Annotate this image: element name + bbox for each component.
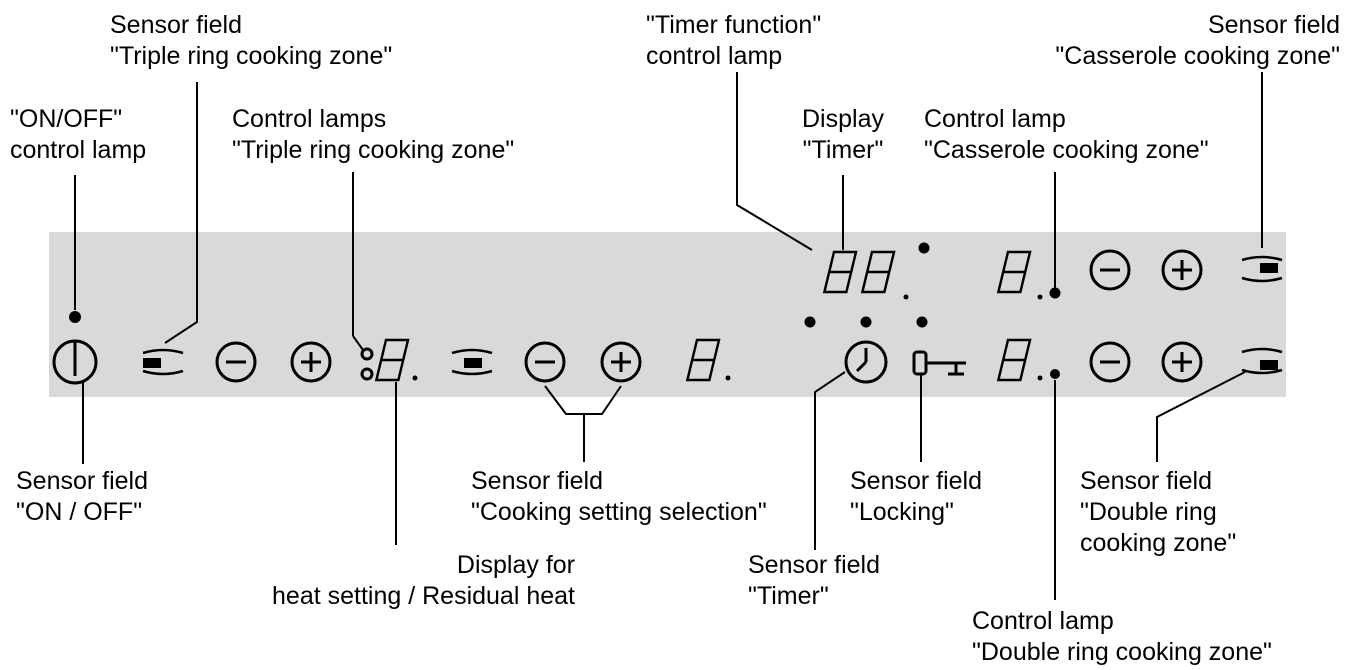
control-panel <box>49 232 1286 397</box>
label-triple-lamps: Control lamps "Triple ring cooking zone" <box>232 104 514 166</box>
label-timer-lamp: "Timer function" control lamp <box>646 10 821 72</box>
label-line: "Triple ring cooking zone" <box>110 42 393 70</box>
onoff-lamp <box>69 311 81 323</box>
double-plus-button[interactable] <box>1161 341 1203 383</box>
label-line: Sensor field <box>850 467 983 495</box>
casserole-lamp <box>1049 287 1061 299</box>
label-line: "ON/OFF" <box>10 105 123 133</box>
label-line: "Timer" <box>748 582 829 610</box>
label-line: "Double ring <box>1080 498 1217 526</box>
label-line: Sensor field <box>1080 467 1213 495</box>
middle-display-dot <box>725 375 731 381</box>
label-line: "Locking" <box>850 498 954 526</box>
middle-heat-display <box>686 338 721 382</box>
label-timer-display: Display "Timer" <box>780 104 906 166</box>
label-double-lamp: Control lamp "Double ring cooking zone" <box>972 606 1272 668</box>
label-line: "Cooking setting selection" <box>471 498 767 526</box>
label-line: control lamp <box>646 42 783 70</box>
triple-plus-button[interactable] <box>290 341 332 383</box>
label-line: "Triple ring cooking zone" <box>232 136 515 164</box>
leader-lines <box>74 72 1263 600</box>
label-line: control lamp <box>10 136 147 164</box>
label-line: Control lamps <box>232 105 387 133</box>
label-line: Sensor field <box>748 551 881 579</box>
timer-display <box>823 250 896 294</box>
casserole-plus-button[interactable] <box>1161 249 1203 291</box>
triple-heat-display <box>374 338 410 382</box>
label-locking-sensor: Sensor field "Locking" <box>850 466 982 528</box>
double-display-dot <box>1037 375 1043 381</box>
label-line: Sensor field <box>16 467 149 495</box>
label-line: Control lamp <box>972 607 1114 635</box>
label-line: "Casserole cooking zone" <box>1055 42 1340 70</box>
label-casserole-lamp: Control lamp "Casserole cooking zone" <box>924 104 1209 166</box>
label-triple-sensor: Sensor field "Triple ring cooking zone" <box>110 10 392 72</box>
timer-function-lamp <box>918 242 930 254</box>
label-line: "Timer function" <box>646 11 822 39</box>
casserole-zone-icon[interactable] <box>1240 255 1284 283</box>
timer-row-dot-2 <box>860 316 872 328</box>
label-line: "ON / OFF" <box>16 498 143 526</box>
casserole-display-dot <box>1037 294 1043 300</box>
label-line: Display for <box>456 551 575 579</box>
double-heat-display <box>997 338 1032 382</box>
middle-zone-icon[interactable] <box>450 348 494 376</box>
label-line: "Double ring cooking zone" <box>972 638 1272 666</box>
triple-lamp-1 <box>360 347 374 361</box>
label-line: Sensor field <box>110 11 243 39</box>
label-line: Sensor field <box>471 467 604 495</box>
timer-row-dot-3 <box>916 316 928 328</box>
label-line: "Timer" <box>802 136 884 164</box>
triple-minus-button[interactable] <box>215 341 257 383</box>
middle-plus-button[interactable] <box>600 341 642 383</box>
double-lamp <box>1050 369 1060 379</box>
timer-dot-decimal <box>903 294 909 300</box>
power-button-icon[interactable] <box>52 339 98 385</box>
casserole-minus-button[interactable] <box>1089 249 1131 291</box>
double-zone-icon[interactable] <box>1240 347 1284 375</box>
label-double-sensor: Sensor field "Double ring cooking zone" <box>1080 466 1236 559</box>
triple-lamp-2 <box>360 367 374 381</box>
label-heat-display: Display for heat setting / Residual heat <box>220 550 575 612</box>
label-line: Control lamp <box>924 105 1066 133</box>
label-line: Sensor field <box>1207 11 1340 39</box>
label-line: heat setting / Residual heat <box>272 582 575 610</box>
label-line: Display <box>802 105 884 133</box>
triple-display-dot <box>412 375 418 381</box>
triple-zone-icon[interactable] <box>142 348 184 376</box>
label-setting-sensor: Sensor field "Cooking setting selection" <box>471 466 767 528</box>
label-timer-sensor: Sensor field "Timer" <box>748 550 880 612</box>
label-line: "Casserole cooking zone" <box>924 136 1209 164</box>
timer-clock-icon[interactable] <box>844 340 888 384</box>
label-onoff-lamp: "ON/OFF" control lamp <box>10 104 146 166</box>
label-casserole-sensor: Sensor field "Casserole cooking zone" <box>1010 10 1340 72</box>
middle-minus-button[interactable] <box>524 341 566 383</box>
timer-row-dot-1 <box>804 316 816 328</box>
label-line: cooking zone" <box>1080 529 1237 557</box>
casserole-display <box>997 250 1032 294</box>
double-minus-button[interactable] <box>1089 341 1131 383</box>
key-lock-icon[interactable] <box>912 350 966 376</box>
label-onoff-sensor: Sensor field "ON / OFF" <box>16 466 148 528</box>
